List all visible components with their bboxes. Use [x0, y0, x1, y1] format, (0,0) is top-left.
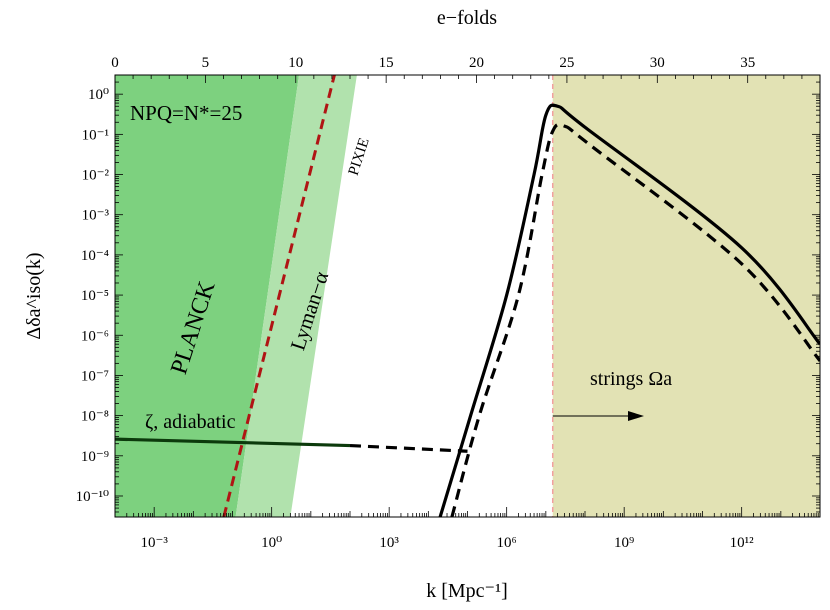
y-tick-label: 10⁻⁹ — [81, 449, 109, 465]
x-tick-label: 10¹² — [730, 535, 754, 551]
x-axis-title: k [Mpc⁻¹] — [426, 580, 508, 602]
x2-tick-label: 25 — [559, 55, 574, 71]
adiabatic-solid-series — [115, 437, 351, 448]
x2-axis-title: e−folds — [437, 7, 497, 29]
y-tick-label: 10⁻⁷ — [81, 368, 109, 384]
y-tick-label: 10⁻¹ — [82, 127, 109, 143]
strings-region — [552, 75, 820, 517]
planck-region — [115, 75, 300, 517]
x2-tick-label: 5 — [202, 55, 210, 71]
x-tick-label: 10⁰ — [261, 535, 282, 551]
y-tick-label: 10⁻² — [82, 168, 110, 184]
lyman-alpha-region — [235, 75, 357, 517]
x-tick-label: 10⁶ — [497, 535, 517, 551]
npq-label: NPQ=N*=25 — [130, 101, 242, 125]
pixie-label: PIXIE — [346, 136, 373, 177]
isocurvature-solid-series — [438, 103, 820, 517]
y-tick-label: 10⁰ — [88, 87, 109, 103]
y-tick-label: 10⁻¹⁰ — [76, 489, 109, 505]
adiabatic-dashed-series — [349, 443, 468, 453]
strings-arrow-head — [628, 411, 644, 421]
pixie-line — [222, 75, 336, 517]
x2-tick-label: 35 — [740, 55, 755, 71]
x2-tick-label: 15 — [379, 55, 394, 71]
x2-tick-label: 30 — [650, 55, 665, 71]
x-tick-label: 10³ — [379, 535, 399, 551]
x-tick-label: 10⁻³ — [140, 535, 168, 551]
y-tick-label: 10⁻³ — [82, 208, 110, 224]
x2-tick-label: 10 — [288, 55, 303, 71]
y-axis-title: Δδa^iso(k) — [23, 252, 45, 339]
x2-tick-label: 20 — [469, 55, 484, 71]
plot-area — [115, 75, 820, 517]
strings-label: strings Ωa — [590, 368, 672, 390]
ticks — [114, 74, 821, 518]
isocurvature-dashed-series — [450, 122, 820, 517]
x-tick-label: 10⁹ — [614, 535, 634, 551]
x2-tick-label: 0 — [111, 55, 119, 71]
zeta-adiabatic-label: ζ, adiabatic — [145, 411, 236, 433]
y-tick-label: 10⁻⁸ — [81, 409, 109, 425]
y-tick-label: 10⁻⁴ — [81, 248, 109, 264]
y-tick-label: 10⁻⁵ — [81, 288, 109, 304]
strings-arrow — [552, 411, 644, 421]
y-tick-label: 10⁻⁶ — [81, 328, 109, 344]
